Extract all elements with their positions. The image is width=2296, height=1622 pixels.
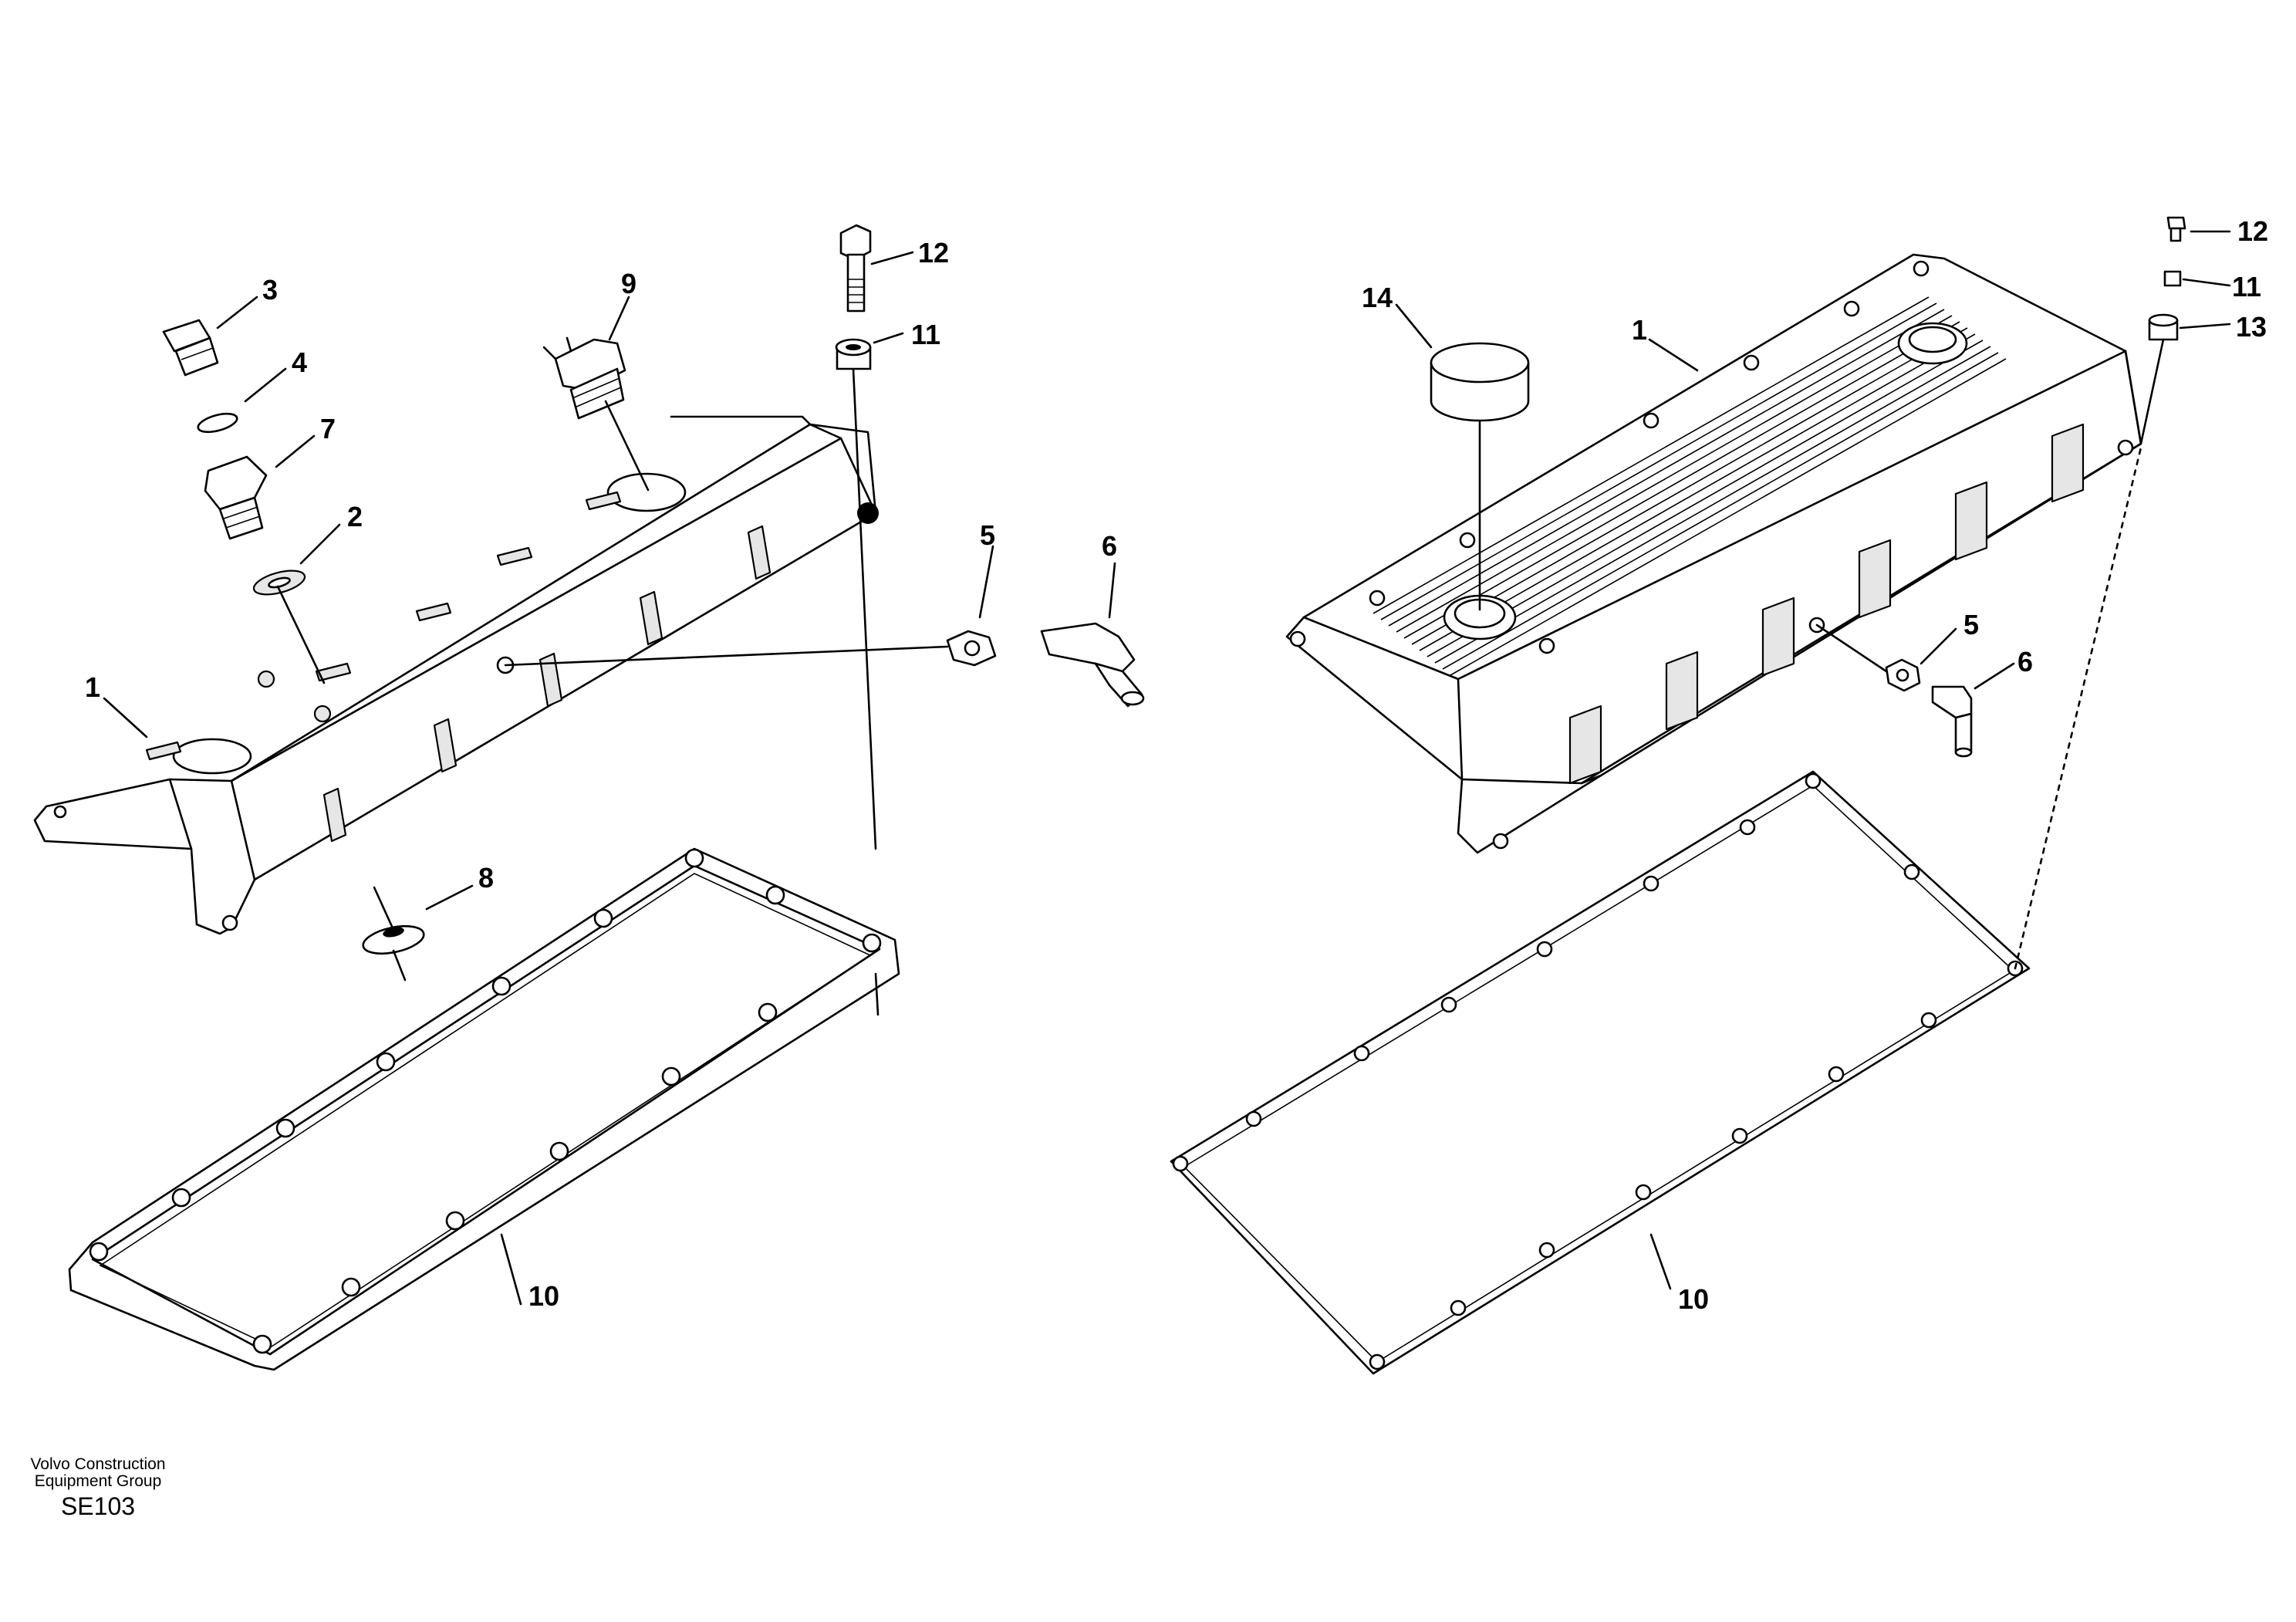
callout-left-5: 5 [980,519,995,551]
left-bolt [839,224,872,313]
right-valve-cover [1285,253,2142,854]
callout-left-2: 2 [347,501,363,532]
left-breather-elbow [1040,622,1145,708]
callout-left-12: 12 [918,237,949,269]
callout-left-6: 6 [1102,530,1117,562]
right-cap [1430,342,1530,611]
left-lower-washer [362,886,425,982]
callout-right-1: 1 [1632,314,1647,346]
left-drain-plug [204,455,268,540]
callout-right-6: 6 [2017,646,2033,678]
right-callouts: 1 5 6 10 11 12 13 14 [1362,215,2268,1315]
callout-left-11: 11 [911,319,940,350]
footer-credit: Volvo Construction Equipment Group SE103 [30,1455,165,1520]
right-bolt-stack [2139,216,2186,445]
callout-left-1: 1 [85,671,100,703]
left-breather-fitting [946,630,997,667]
footer-company-line1: Volvo Construction [30,1455,165,1473]
left-plug [162,319,219,377]
right-breather-fitting [1815,623,1921,692]
footer-company-line2: Equipment Group [35,1472,162,1490]
footer-code: SE103 [61,1492,135,1520]
callout-right-11: 11 [2232,271,2261,302]
left-oil-filler-cap [542,336,650,492]
callout-left-3: 3 [262,274,278,306]
left-washer [835,338,872,370]
callout-right-14: 14 [1362,282,1393,313]
callout-right-10: 10 [1678,1283,1709,1315]
left-gasket [68,847,900,1371]
left-exploded-view: 1 2 3 4 5 6 7 8 9 10 11 12 [33,224,1145,1371]
right-breather-elbow [1931,685,1973,758]
left-leader-lines [103,251,1116,1306]
callout-right-13: 13 [2236,311,2267,343]
callout-left-10: 10 [528,1280,559,1312]
callout-left-4: 4 [292,346,307,378]
left-o-ring [197,412,238,434]
callout-right-12: 12 [2237,215,2268,247]
callout-left-7: 7 [320,413,336,444]
callout-right-5: 5 [1963,609,1979,640]
left-callouts: 1 2 3 4 5 6 7 8 9 10 11 12 [85,237,1117,1312]
callout-left-9: 9 [621,268,636,299]
right-leader-lines [1395,230,2231,1290]
right-gasket [1170,446,2142,1375]
callout-left-8: 8 [478,862,494,894]
right-exploded-view: 1 5 6 10 11 12 13 14 [1170,215,2268,1375]
left-valve-cover [33,415,879,935]
